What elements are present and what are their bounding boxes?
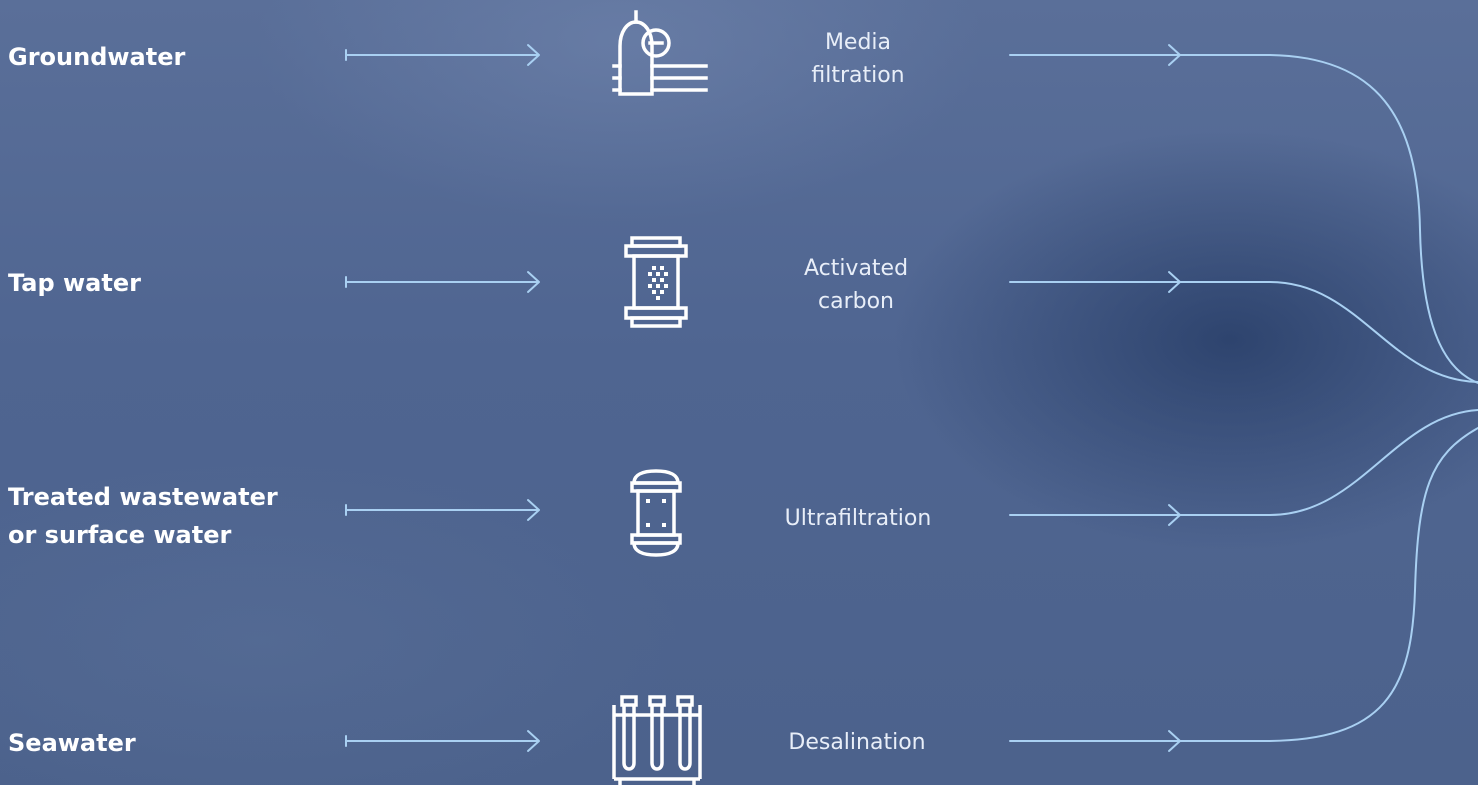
- source-label-treated-wastewater: Treated wastewater or surface water: [8, 483, 278, 549]
- source-label-tap-water: Tap water: [8, 269, 141, 297]
- membrane-module-icon: [630, 469, 682, 557]
- process-label-ultrafiltration: Ultrafiltration: [784, 506, 932, 531]
- input-arrow-tap: [345, 271, 540, 293]
- output-flow-uf: [1009, 409, 1478, 526]
- input-arrow-groundwater: [345, 44, 540, 66]
- output-flow-carbon: [1009, 271, 1478, 383]
- desalination-rack-icon: [612, 695, 702, 785]
- input-arrow-treated: [345, 499, 540, 521]
- process-label-media-filtration: Media filtration: [811, 30, 905, 88]
- source-label-groundwater: Groundwater: [8, 43, 186, 71]
- process-label-activated-carbon: Activated carbon: [803, 256, 909, 314]
- pressure-vessel-icon: [612, 10, 708, 96]
- input-arrow-seawater: [345, 730, 540, 752]
- output-flow-desal: [1009, 427, 1478, 752]
- carbon-cartridge-icon: [624, 236, 688, 328]
- source-label-seawater: Seawater: [8, 729, 136, 757]
- output-flow-media: [1009, 44, 1478, 384]
- process-label-desalination: Desalination: [788, 730, 926, 755]
